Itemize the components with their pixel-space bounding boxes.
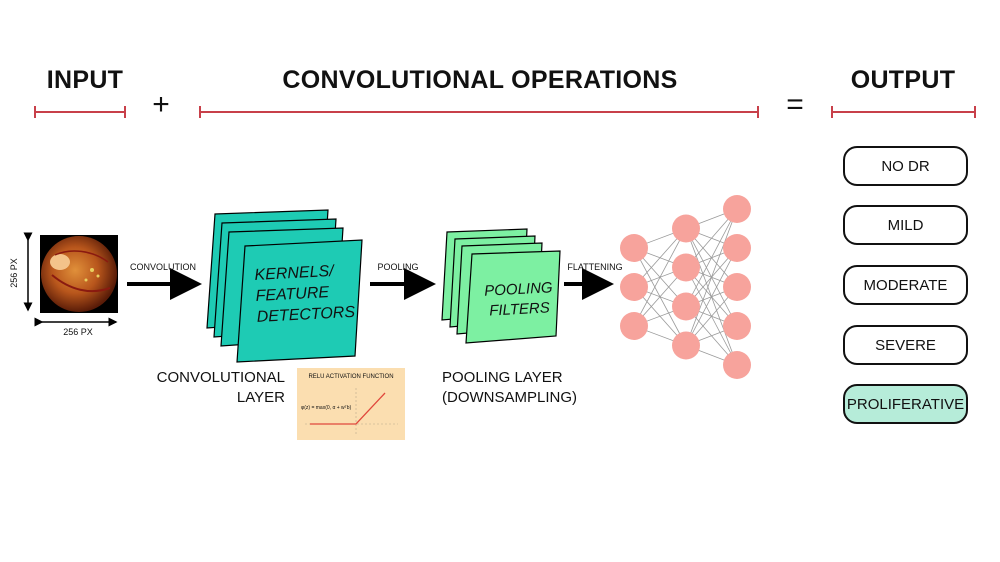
network-connection: [685, 208, 738, 346]
relu-formula: φ(z) = max(0, α + wᵀb): [301, 405, 352, 411]
network-neuron: [672, 292, 700, 321]
network-neuron: [672, 253, 700, 282]
convolution-label: CONVOLUTION: [129, 262, 196, 272]
network-neuron: [723, 195, 751, 223]
network-neuron: [723, 351, 751, 379]
output-class-proliferative: PROLIFERATIVE: [843, 384, 968, 424]
pooling-layer-caption: POOLING LAYER (DOWNSAMPLING): [442, 368, 592, 408]
caption-line: CONVOLUTIONAL: [156, 369, 285, 386]
network-connection: [685, 247, 738, 346]
output-class-moderate: MODERATE: [843, 265, 968, 305]
output-class-severe: SEVERE: [843, 325, 968, 365]
convolutional-operations-header: CONVOLUTIONAL OPERATIONS: [282, 66, 678, 94]
network-neuron: [672, 214, 700, 243]
neural-network: [620, 195, 751, 379]
pooling-label: POOLING: [377, 262, 419, 272]
retina-image: [40, 235, 118, 313]
network-neuron: [620, 312, 648, 340]
output-class-no-dr: NO DR: [843, 146, 968, 186]
width-label: 256 PX: [63, 327, 93, 337]
caption-line: POOLING LAYER: [442, 369, 563, 386]
convolutional-layer-caption: CONVOLUTIONAL LAYER: [150, 368, 285, 408]
network-neuron: [620, 234, 648, 262]
pooling-stack: [441, 228, 561, 344]
caption-line: (DOWNSAMPLING): [442, 389, 577, 406]
pooling-text-line: FILTERS: [488, 299, 551, 320]
convolutional-bracket: [199, 106, 759, 118]
equals-sign: =: [786, 88, 804, 121]
network-neuron: [620, 273, 648, 301]
kernel-stack: [206, 209, 363, 363]
flattening-label: FLATTENING: [567, 262, 623, 272]
relu-title: RELU ACTIVATION FUNCTION: [308, 374, 394, 380]
network-connection: [633, 228, 687, 327]
output-header: OUTPUT: [850, 66, 956, 94]
height-label: 256 PX: [9, 258, 19, 288]
kernel-text: KERNELS/ FEATURE DETECTORS: [254, 260, 361, 328]
input-header: INPUT: [46, 66, 124, 94]
output-class-mild: MILD: [843, 205, 968, 245]
network-neuron: [672, 331, 700, 360]
network-neuron: [723, 312, 751, 340]
network-neuron: [723, 234, 751, 262]
output-bracket: [831, 106, 976, 118]
plus-sign: +: [152, 88, 170, 121]
caption-line: LAYER: [236, 389, 285, 406]
network-neuron: [723, 273, 751, 301]
relu-activation-box: [297, 368, 405, 440]
network-connection: [685, 208, 738, 307]
input-bracket: [34, 106, 126, 118]
pooling-text: POOLING FILTERS: [480, 278, 558, 322]
